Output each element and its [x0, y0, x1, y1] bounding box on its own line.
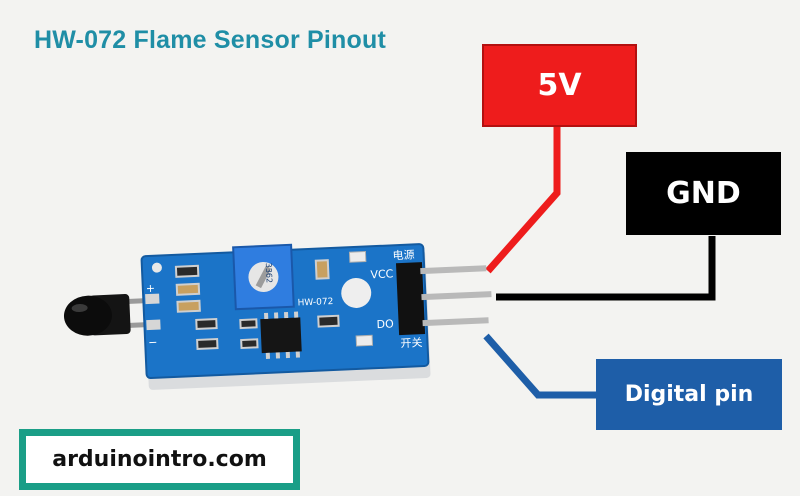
pcb-model-label: HW-072	[297, 297, 333, 309]
brand-text: arduinointro.com	[52, 447, 267, 472]
brand-watermark: arduinointro.com	[19, 429, 300, 490]
smd-led	[355, 334, 374, 347]
header-pin-gnd	[421, 291, 492, 301]
smd-cap	[317, 314, 340, 328]
digital-wire	[483, 333, 596, 399]
smd-resistor	[240, 338, 259, 350]
digital-label-box: Digital pin	[596, 359, 782, 430]
vcc-wire	[485, 127, 561, 274]
potentiometer-slot	[255, 265, 272, 289]
gnd-wire	[496, 236, 716, 301]
smd-cap	[314, 259, 330, 280]
page-title: HW-072 Flame Sensor Pinout	[34, 26, 386, 54]
smd-resistor	[195, 318, 218, 330]
mount-hole-right	[341, 277, 372, 308]
pcb-do-label: DO	[376, 317, 394, 331]
smd-resistor	[239, 318, 258, 330]
flame-led-highlight	[71, 304, 88, 313]
sensor-board: + − HW-072 3362 VCC DO 电源 开关	[63, 243, 492, 380]
gnd-label-box: GND	[626, 152, 781, 235]
pin-header	[395, 262, 426, 336]
vcc-label-box: 5V	[482, 44, 637, 127]
led-pad-top	[145, 293, 160, 305]
mount-hole-left	[151, 262, 162, 273]
pcb-minus-sign: −	[148, 336, 158, 349]
pcb-chinese-top: 电源	[392, 247, 415, 262]
smd-resistor	[196, 338, 219, 350]
comparator-ic	[260, 317, 302, 354]
pcb-vcc-label: VCC	[370, 267, 394, 281]
header-pin-vcc	[420, 265, 487, 275]
smd-resistor	[175, 282, 201, 296]
smd-resistor	[174, 264, 200, 278]
pcb-plus-sign: +	[146, 282, 156, 295]
smd-resistor	[176, 299, 201, 313]
digital-label: Digital pin	[624, 382, 754, 407]
pcb-pot-code: 3362	[264, 263, 274, 284]
smd-led	[348, 250, 367, 263]
led-pad-bottom	[146, 319, 161, 331]
ic-pins	[264, 311, 300, 359]
vcc-label: 5V	[537, 68, 582, 103]
header-pin-do	[422, 317, 489, 327]
gnd-label: GND	[666, 176, 741, 211]
pcb-chinese-bottom: 开关	[400, 335, 423, 350]
